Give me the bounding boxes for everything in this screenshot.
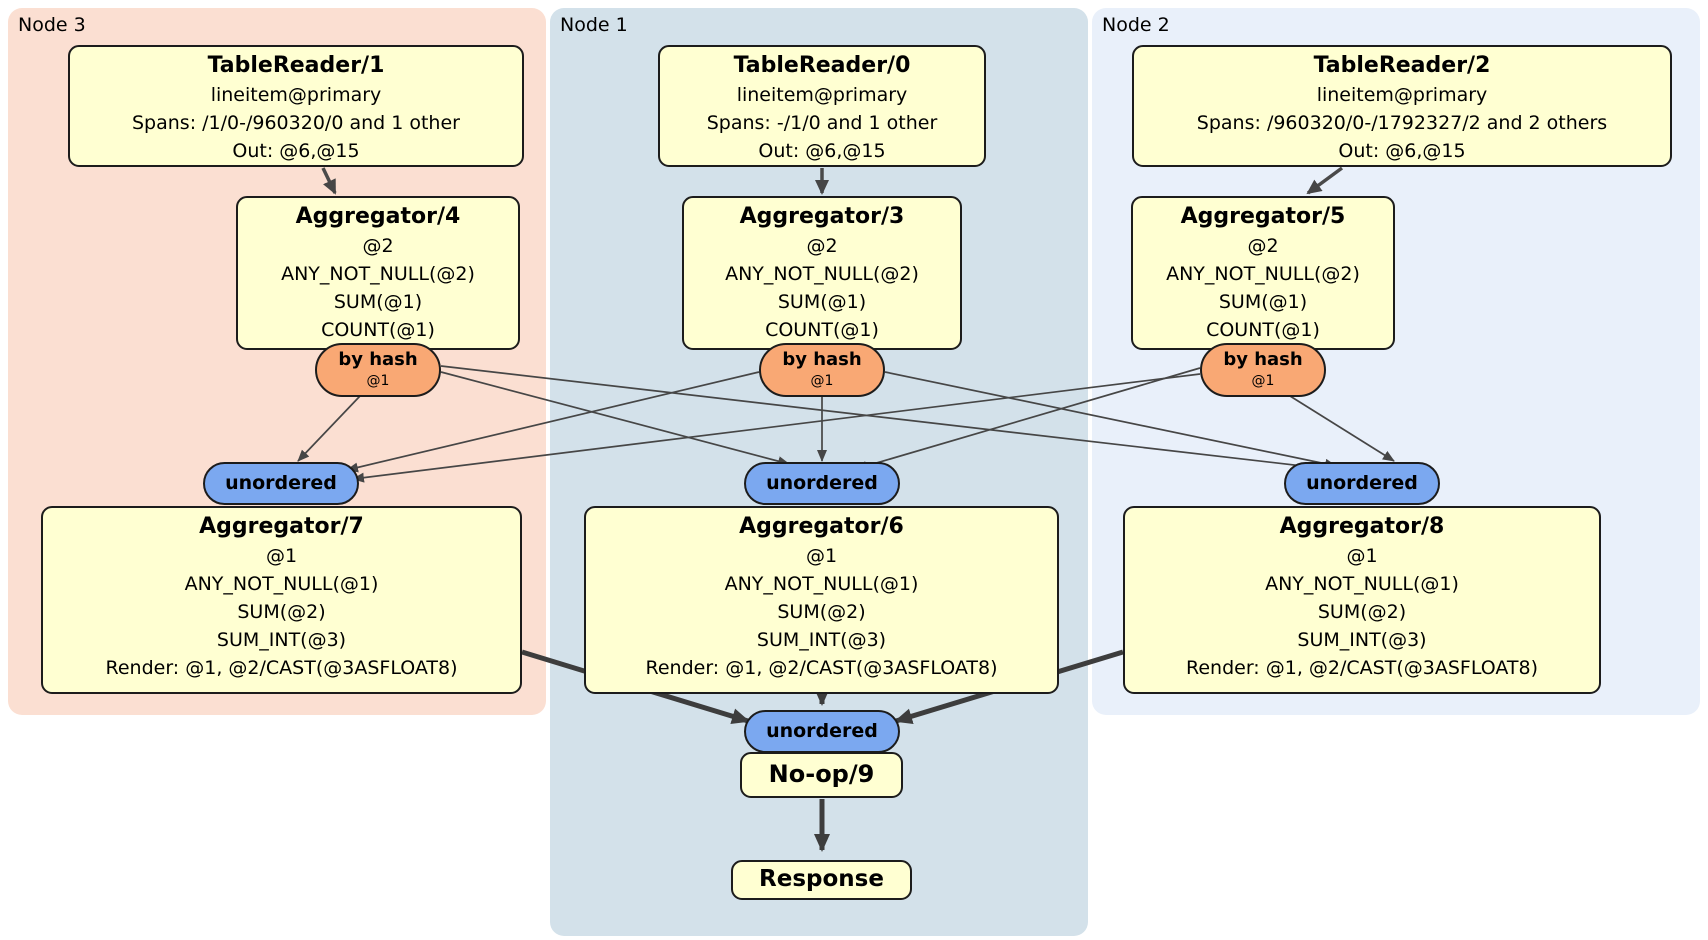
tablereader-to-aggregator-arrows bbox=[321, 166, 1344, 195]
processor-detail: SUM(@2) bbox=[1317, 601, 1407, 623]
processor-detail: ANY_NOT_NULL(@2) bbox=[725, 263, 919, 285]
sync-label: unordered bbox=[1306, 472, 1418, 494]
processor-detail: @1 bbox=[805, 545, 838, 567]
processor-title: Aggregator/7 bbox=[199, 514, 364, 539]
processor-detail: SUM(@2) bbox=[777, 601, 866, 623]
processor-detail: COUNT(@1) bbox=[321, 319, 435, 341]
processor-tablereader-0: TableReader/0 lineitem@primary Spans: -/… bbox=[658, 45, 986, 167]
processor-title: Response bbox=[759, 866, 884, 892]
processor-detail: @2 bbox=[1247, 235, 1279, 257]
processor-detail: Render: @1, @2/CAST(@3ASFLOAT8) bbox=[1186, 657, 1538, 679]
region-label-node-1: Node 1 bbox=[560, 14, 628, 36]
processor-detail: ANY_NOT_NULL(@2) bbox=[1166, 263, 1360, 285]
sync-unordered-final: unordered bbox=[744, 710, 900, 753]
router-column: @1 bbox=[366, 373, 390, 389]
processor-title: Aggregator/5 bbox=[1180, 204, 1346, 229]
processor-detail: COUNT(@1) bbox=[1206, 319, 1320, 341]
processor-detail: ANY_NOT_NULL(@1) bbox=[184, 573, 379, 595]
processor-noop-9: No-op/9 bbox=[740, 752, 903, 798]
processor-aggregator-6: Aggregator/6 @1 ANY_NOT_NULL(@1) SUM(@2)… bbox=[584, 506, 1059, 694]
processor-title: Aggregator/4 bbox=[295, 204, 461, 229]
processor-detail: Out: @6,@15 bbox=[758, 140, 886, 162]
processor-title: TableReader/0 bbox=[733, 53, 911, 78]
processor-detail: @2 bbox=[362, 235, 394, 257]
processor-detail: @2 bbox=[806, 235, 838, 257]
processor-detail: SUM(@1) bbox=[777, 291, 867, 313]
processor-detail: Spans: /1/0-/960320/0 and 1 other bbox=[132, 112, 460, 134]
processor-detail: ANY_NOT_NULL(@2) bbox=[281, 263, 475, 285]
router-label: by hash bbox=[338, 349, 418, 370]
region-label-node-3: Node 3 bbox=[18, 14, 86, 36]
sync-unordered-node2: unordered bbox=[1284, 462, 1440, 505]
processor-detail: @1 bbox=[1346, 545, 1378, 567]
router-column: @1 bbox=[810, 373, 834, 389]
processor-aggregator-7: Aggregator/7 @1 ANY_NOT_NULL(@1) SUM(@2)… bbox=[41, 506, 522, 694]
processor-title: Aggregator/6 bbox=[739, 514, 904, 539]
processor-tablereader-2: TableReader/2 lineitem@primary Spans: /9… bbox=[1132, 45, 1672, 167]
processor-detail: SUM(@1) bbox=[1218, 291, 1308, 313]
processor-tablereader-1: TableReader/1 lineitem@primary Spans: /1… bbox=[68, 45, 524, 167]
router-column: @1 bbox=[1251, 373, 1275, 389]
processor-detail: Render: @1, @2/CAST(@3ASFLOAT8) bbox=[645, 657, 998, 679]
processor-detail: SUM_INT(@3) bbox=[1297, 629, 1427, 651]
processor-title: TableReader/2 bbox=[1313, 53, 1491, 78]
processor-detail: @1 bbox=[265, 545, 298, 567]
processor-response: Response bbox=[731, 860, 912, 900]
processor-detail: lineitem@primary bbox=[1316, 84, 1488, 106]
processor-aggregator-3: Aggregator/3 @2 ANY_NOT_NULL(@2) SUM(@1)… bbox=[682, 196, 962, 350]
processor-detail: Render: @1, @2/CAST(@3ASFLOAT8) bbox=[105, 657, 458, 679]
router-label: by hash bbox=[1223, 349, 1303, 370]
router-by-hash-node2: by hash @1 bbox=[1200, 343, 1326, 397]
region-label-node-2: Node 2 bbox=[1102, 14, 1170, 36]
processor-detail: ANY_NOT_NULL(@1) bbox=[1265, 573, 1459, 595]
processor-title: No-op/9 bbox=[768, 760, 875, 788]
processor-detail: SUM(@2) bbox=[237, 601, 326, 623]
sync-unordered-node1: unordered bbox=[744, 462, 900, 505]
processor-detail: SUM(@1) bbox=[333, 291, 423, 313]
processor-detail: lineitem@primary bbox=[210, 84, 382, 106]
sync-label: unordered bbox=[766, 472, 878, 494]
processor-aggregator-5: Aggregator/5 @2 ANY_NOT_NULL(@2) SUM(@1)… bbox=[1131, 196, 1395, 350]
processor-detail: SUM_INT(@3) bbox=[756, 629, 887, 651]
router-label: by hash bbox=[782, 349, 862, 370]
sync-unordered-node3: unordered bbox=[203, 462, 359, 505]
processor-detail: COUNT(@1) bbox=[765, 319, 879, 341]
router-by-hash-node1: by hash @1 bbox=[759, 343, 885, 397]
processor-detail: Spans: -/1/0 and 1 other bbox=[706, 112, 938, 134]
processor-detail: Out: @6,@15 bbox=[1338, 140, 1466, 162]
processor-title: Aggregator/3 bbox=[739, 204, 905, 229]
hash-router-mesh-arrows bbox=[297, 365, 1395, 483]
processor-title: Aggregator/8 bbox=[1279, 514, 1445, 539]
processor-aggregator-4: Aggregator/4 @2 ANY_NOT_NULL(@2) SUM(@1)… bbox=[236, 196, 520, 350]
processor-detail: Out: @6,@15 bbox=[232, 140, 360, 162]
processor-detail: SUM_INT(@3) bbox=[216, 629, 347, 651]
processor-aggregator-8: Aggregator/8 @1 ANY_NOT_NULL(@1) SUM(@2)… bbox=[1123, 506, 1601, 694]
processor-detail: Spans: /960320/0-/1792327/2 and 2 others bbox=[1196, 112, 1608, 134]
router-by-hash-node3: by hash @1 bbox=[315, 343, 441, 397]
processor-detail: ANY_NOT_NULL(@1) bbox=[724, 573, 919, 595]
processor-detail: lineitem@primary bbox=[736, 84, 908, 106]
sync-label: unordered bbox=[766, 720, 878, 742]
sync-label: unordered bbox=[225, 472, 337, 494]
processor-title: TableReader/1 bbox=[207, 53, 385, 78]
